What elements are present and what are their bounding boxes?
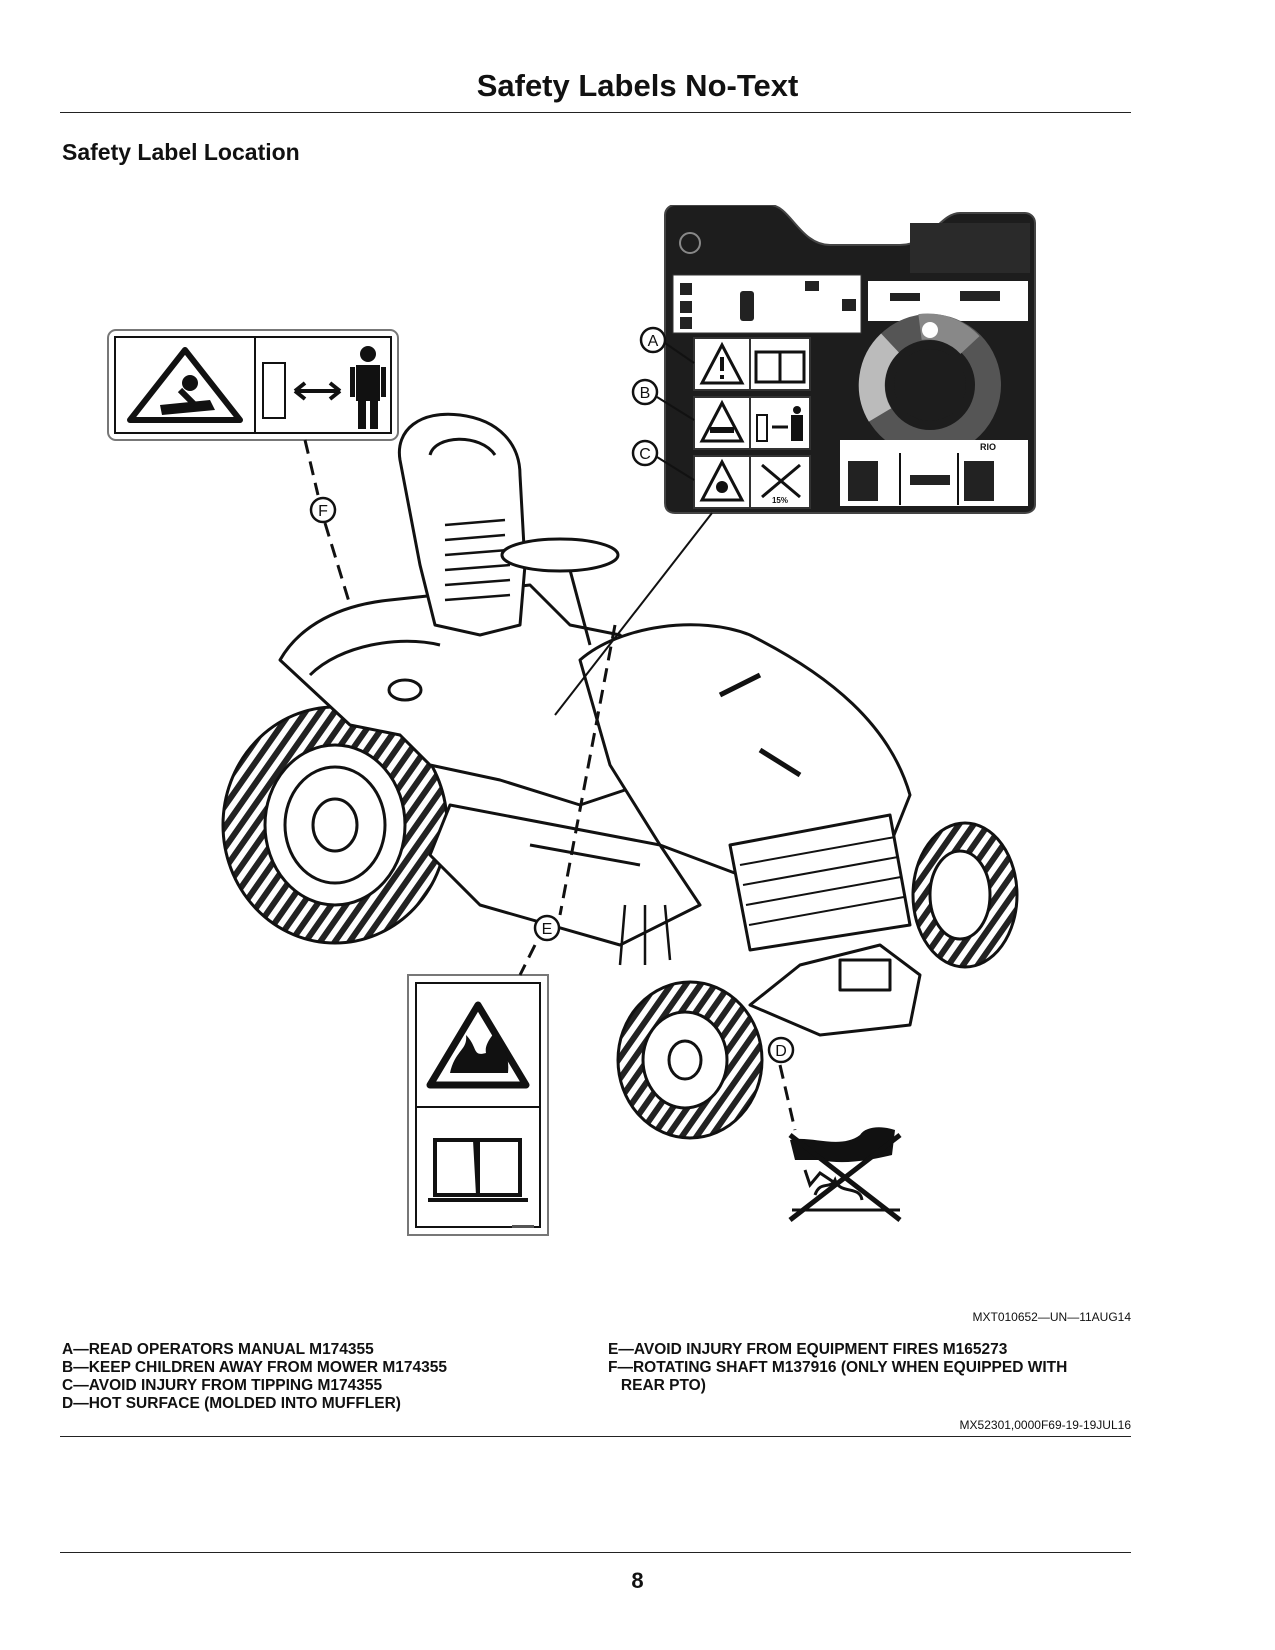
figure-id: MXT010652—UN—11AUG14 xyxy=(972,1310,1131,1324)
legend-item-d: D—HOT SURFACE (MOLDED INTO MUFFLER) xyxy=(62,1395,401,1412)
front-right-wheel xyxy=(911,821,1019,969)
svg-text:B: B xyxy=(640,385,651,402)
panel-rio-label: RIO xyxy=(980,442,996,452)
label-f-rotating-shaft xyxy=(107,329,399,441)
doc-id: MX52301,0000F69-19-19JUL16 xyxy=(959,1418,1131,1432)
hot-surface-icon xyxy=(788,1127,902,1222)
callout-b: B xyxy=(631,378,695,421)
callout-a: A xyxy=(639,326,695,364)
safety-label-figure: RIO xyxy=(107,205,1036,1236)
svg-text:A: A xyxy=(648,333,659,350)
svg-text:F: F xyxy=(318,503,328,520)
page-number: 8 xyxy=(631,1568,644,1593)
operator-manual-icon xyxy=(428,1138,528,1202)
svg-text:D: D xyxy=(775,1043,787,1060)
tipping-percent: 15% xyxy=(772,496,788,505)
legend-item-b: B—KEEP CHILDREN AWAY FROM MOWER M174355 xyxy=(62,1359,447,1376)
footer-rule xyxy=(60,1552,1131,1553)
legend-item-c: C—AVOID INJURY FROM TIPPING M174355 xyxy=(62,1377,383,1394)
callout-e: E xyxy=(533,914,561,942)
callout-f: F xyxy=(309,496,337,524)
legend-item-e: E—AVOID INJURY FROM EQUIPMENT FIRES M165… xyxy=(608,1341,1008,1358)
legend-left: A—READ OPERATORS MANUAL M174355 B—KEEP C… xyxy=(62,1341,447,1413)
title-rule xyxy=(60,112,1131,113)
panel-symbols xyxy=(680,281,1000,329)
svg-text:E: E xyxy=(542,921,553,938)
legend-item-f-cont: REAR PTO) xyxy=(608,1377,706,1394)
tractor-illustration xyxy=(221,412,1019,1140)
person-icon xyxy=(350,346,386,429)
label-e-equipment-fires xyxy=(407,974,549,1236)
front-left-wheel xyxy=(616,980,764,1140)
legend-item-f: F—ROTATING SHAFT M137916 (ONLY WHEN EQUI… xyxy=(608,1359,1068,1376)
page-title: Safety Labels No-Text xyxy=(476,68,799,103)
operator-panel-decal: RIO xyxy=(664,205,1036,514)
callout-c: C xyxy=(631,439,695,481)
legend-item-a: A—READ OPERATORS MANUAL M174355 xyxy=(62,1341,374,1358)
callout-d: D xyxy=(767,1036,795,1064)
legend-right: E—AVOID INJURY FROM EQUIPMENT FIRES M165… xyxy=(608,1341,1067,1395)
rear-wheel xyxy=(221,705,449,945)
dial-gauge xyxy=(858,313,1001,456)
section-title: Safety Label Location xyxy=(62,139,300,165)
svg-text:C: C xyxy=(639,446,651,463)
label-c-avoid-tipping: 15% xyxy=(693,455,811,509)
fire-icon xyxy=(426,1001,530,1089)
label-a-read-manual xyxy=(693,337,811,391)
label-b-keep-children-away xyxy=(693,396,811,450)
tipping-icon xyxy=(761,463,801,499)
rotating-shaft-icon xyxy=(127,347,243,423)
operator-manual-icon xyxy=(754,350,806,384)
section-end-rule xyxy=(60,1436,1131,1437)
